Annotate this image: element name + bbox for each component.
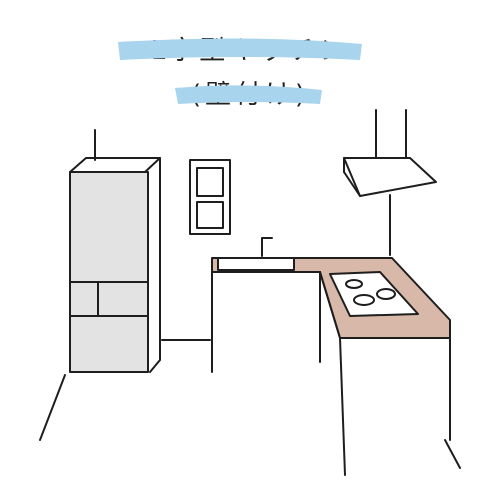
- floor-left-line: [39, 374, 66, 441]
- title-highlight-2: [175, 85, 322, 104]
- refrigerator: [69, 157, 161, 373]
- lower-cabinets: [211, 271, 461, 476]
- title-highlight-1: [118, 38, 362, 60]
- counter-top: [211, 257, 451, 339]
- range-hood: [343, 109, 437, 197]
- sink: [217, 237, 295, 271]
- window: [189, 159, 231, 235]
- cooktop: [329, 271, 419, 317]
